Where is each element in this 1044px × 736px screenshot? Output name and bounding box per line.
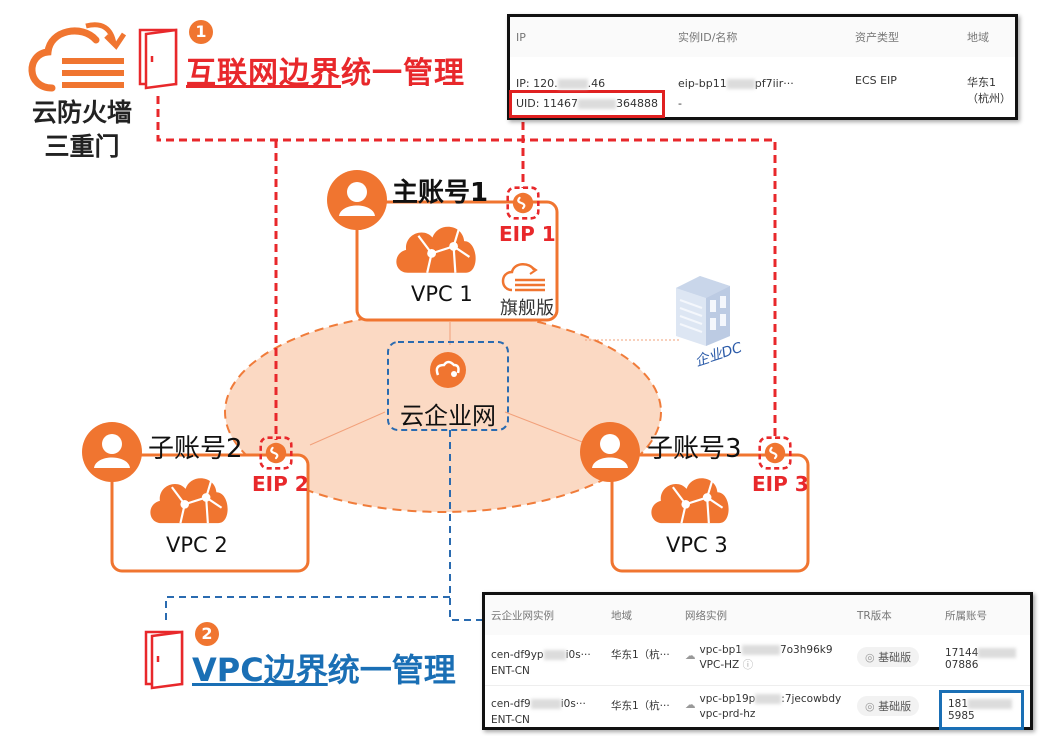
asset-type-cell: ECS EIP: [855, 74, 897, 87]
firewall-edition-icon: [501, 263, 545, 292]
cen-icon: [430, 352, 466, 388]
vpc-name: vpc-prd-hz: [699, 707, 756, 720]
column-header: 资产类型: [849, 17, 961, 57]
column-header: 实例ID/名称: [672, 17, 849, 57]
column-header: 地域: [605, 595, 679, 635]
table-header-row: IP 实例ID/名称 资产类型 地域: [510, 17, 1015, 57]
redacted-mask: [726, 79, 755, 89]
redacted-mask: [755, 693, 782, 704]
info-icon[interactable]: ⓘ: [742, 659, 754, 671]
column-header: TR版本: [851, 595, 939, 635]
column-header: 所属账号: [939, 595, 1030, 635]
firewall-label-line2: 三重门: [44, 132, 120, 161]
cen-name: ENT-CN: [491, 713, 530, 726]
account2-avatar-icon: [82, 422, 142, 482]
vpc-name: VPC-HZ: [699, 659, 740, 671]
vpc2-label: VPC 2: [166, 533, 228, 557]
table-header-row: 云企业网实例 地域 网络实例 TR版本 所属账号: [485, 595, 1030, 635]
tr-edition-tag: 基础版: [857, 695, 920, 716]
account1-label: 主账号1: [392, 178, 489, 208]
cen-box: [387, 341, 509, 431]
column-header: 地域: [961, 17, 1015, 57]
vpc1-label: VPC 1: [411, 282, 473, 306]
region-cell: 华东1（杭···: [611, 699, 670, 712]
eip1-label: EIP 1: [499, 222, 556, 246]
step-badge-1: 1: [189, 20, 213, 44]
cen-label: 云企业网: [400, 402, 496, 430]
region-cell: 华东1（杭···: [611, 649, 670, 661]
cen-ellipse: [224, 311, 662, 513]
column-header: 网络实例: [679, 595, 851, 635]
eip3-label: EIP 3: [752, 472, 809, 496]
internet-boundary-lines: [156, 96, 777, 440]
column-header: 云企业网实例: [485, 595, 605, 635]
vpc-boundary-title: VPC边界统一管理: [192, 651, 456, 689]
step-badge-2: 2: [195, 622, 219, 646]
cen-link-vpc3: [504, 411, 591, 446]
edition-label: 旗舰版: [500, 298, 554, 319]
firewall-label: 云防火墙 三重门: [22, 96, 142, 164]
eip2-label: EIP 2: [252, 472, 309, 496]
account-highlight: 1815985: [939, 689, 1024, 730]
door-icon: [144, 630, 184, 690]
account3-avatar-icon: [580, 422, 640, 482]
redacted-mask: [530, 698, 561, 709]
cen-name: ENT-CN: [491, 665, 530, 677]
internet-boundary-title: 互联网边界统一管理: [186, 56, 465, 91]
ip-cell: IP: 120..46: [516, 77, 606, 90]
building-icon: [676, 276, 730, 346]
redacted-mask: [557, 79, 588, 89]
column-header: IP: [510, 17, 672, 57]
redacted-mask: [741, 645, 780, 655]
cloud-firewall-icon: [28, 22, 127, 92]
cen-link-vpc2: [309, 411, 386, 446]
account1-avatar-icon: [327, 170, 387, 230]
redacted-mask: [543, 650, 566, 660]
redacted-mask: [577, 99, 616, 109]
vpc-boundary-title-link[interactable]: VPC边界: [192, 651, 328, 689]
vpc-id-link[interactable]: vpc-bp19p:7jecowbdy: [699, 692, 842, 705]
redacted-mask: [978, 648, 1017, 658]
redacted-mask: [968, 698, 1013, 709]
account3-label: 子账号3: [647, 434, 742, 464]
region-cell: 华东1（杭州）: [967, 76, 1011, 105]
internet-boundary-title-link[interactable]: 互联网边界: [186, 56, 341, 91]
door-icon: [138, 28, 178, 90]
vpc-cloud-icon: ☁: [685, 650, 696, 662]
tr-edition-tag: 基础版: [857, 647, 920, 667]
eip-asset-table: IP 实例ID/名称 资产类型 地域 IP: 120..46 UID: 1146…: [507, 14, 1018, 120]
account-cell: 1714407886: [939, 635, 1030, 685]
vpc3-label: VPC 3: [666, 533, 728, 557]
instance-name: -: [678, 97, 682, 110]
firewall-label-line1: 云防火墙: [31, 98, 132, 127]
account2-label: 子账号2: [148, 434, 243, 464]
vpc-cloud-icon: ☁: [685, 698, 696, 711]
